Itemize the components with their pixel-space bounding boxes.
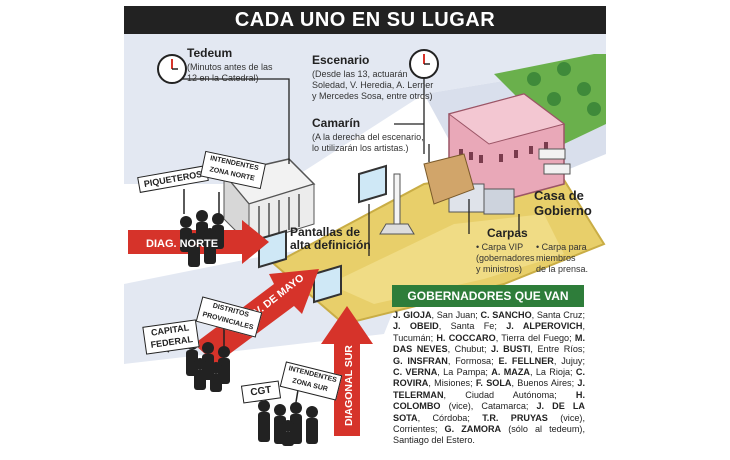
gobernador-name: H. COCCARO (436, 332, 496, 343)
gobernador-entry: T.R. PRUYAS (vice), Corrientes; (393, 412, 585, 435)
crowd-cgt (258, 400, 318, 446)
casa-roof (447, 93, 566, 145)
camarin-note: (A la derecha del escenario,lo utilizará… (312, 132, 424, 153)
gobernador-province: Buenos Aires (517, 378, 572, 389)
gobernador-province: Jujuy (561, 355, 583, 366)
gobernador-name: A. MAZA (491, 367, 530, 378)
title-bar: CADA UNO EN SU LUGAR (124, 6, 606, 34)
gobernador-entry: C. SANCHO, Santa Cruz; (480, 310, 585, 320)
gobernador-entry: J. GIOJA, San Juan; (393, 310, 481, 320)
carpas-label: Carpas (487, 226, 528, 240)
gobernador-province: Entre Ríos (537, 344, 583, 355)
gobernador-province: Formosa (455, 355, 492, 366)
gobernador-province: Chubut (454, 344, 484, 355)
map-illustration: DIAG. NORTE AV. DE MAYO DIAGONAL SUR (124, 34, 606, 456)
crowd-piqueteros (180, 210, 224, 267)
tree (587, 102, 601, 116)
gobernador-name: M. DAS NEVES (393, 332, 586, 355)
piramide-de-mayo (393, 173, 401, 225)
gobernador-name: J. BUSTI (491, 344, 531, 355)
gobernador-name: J. TELERMAN (393, 378, 585, 400)
gobernador-entry: J. OBEID, Santa Fe; (393, 321, 507, 332)
gobernador-entry: H. COCCARO, Tierra del Fuego; (436, 332, 575, 343)
gobernador-name: F. SOLA (475, 378, 512, 389)
gobernador-province: Córdoba (432, 412, 468, 423)
gobernador-name: G. INSFRAN (393, 355, 448, 366)
diagonal-sur-arrow (321, 306, 373, 436)
gobernador-entry: J. TELERMAN, Ciudad Autónoma; (393, 378, 585, 400)
gobernador-province: La Rioja (535, 367, 571, 378)
gobernador-province: Santa Fe (450, 321, 495, 332)
gobernador-name: J. DE LA SOTA (393, 401, 585, 423)
gobernador-province: (vice), Catamarca (448, 401, 526, 412)
gobernador-province: Santa Cruz (536, 310, 583, 320)
gobernador-province: La Pampa (443, 367, 486, 378)
gobernador-name: H. COLOMBO (393, 389, 586, 412)
gobernador-entry: F. SOLA, Buenos Aires; (475, 378, 578, 389)
gobernadores-header: GOBERNADORES QUE VAN (392, 285, 584, 307)
catedral-columns (258, 194, 300, 239)
crowd-capital-federal (186, 338, 230, 392)
gobernador-entry: A. MAZA, La Rioja; (491, 367, 576, 378)
gobernador-province: (vice), Corrientes (393, 412, 585, 435)
gobernador-province: Misiones (434, 378, 471, 389)
gobernador-province: San Juan (436, 310, 476, 320)
camarin-label: Camarín (312, 116, 361, 130)
tree (547, 92, 561, 106)
casa-windows (459, 142, 548, 163)
gobernador-name: C. VERNA (393, 367, 438, 378)
gobernador-entry: M. DAS NEVES, Chubut; (393, 332, 586, 355)
tree (527, 72, 541, 86)
pantalla-screen (358, 164, 387, 204)
gobernador-entry: G. INSFRAN, Formosa; (393, 355, 499, 366)
diagonal-sur-label: DIAGONAL SUR (343, 345, 355, 426)
carpa-prensa (483, 188, 515, 215)
gobernadores-list: J. GIOJA, San Juan; C. SANCHO, Santa Cru… (393, 310, 585, 447)
gobernador-entry: J. ALPEROVICH, Tucumán; (393, 321, 585, 343)
diag-norte-label: DIAG. NORTE (146, 238, 218, 250)
gobernador-name: C. ROVIRA (393, 367, 586, 389)
leader-lines (172, 74, 520, 256)
gobernador-entry: J. DE LA SOTA, Córdoba; (393, 401, 585, 423)
tedeum-label: Tedeum (187, 46, 233, 60)
escenario-clock-icon (409, 49, 439, 79)
gobernador-entry: G. ZAMORA (sólo al tedeum), Santiago del… (393, 424, 585, 445)
tree (557, 62, 571, 76)
gobernador-province: Ciudad Autónoma (465, 389, 555, 400)
gobernador-province: (sólo al tedeum), Santiago del Estero. (393, 424, 585, 446)
gobernador-name: G. ZAMORA (444, 424, 502, 435)
gobernador-entry: E. FELLNER, Jujuy; (498, 355, 586, 366)
gobernador-entry: C. ROVIRA, Misiones; (393, 367, 586, 389)
gobernador-province: Tucumán (393, 332, 431, 343)
gobernador-entry: C. VERNA, La Pampa; (393, 367, 492, 378)
bus (543, 163, 571, 175)
tedeum-clock-icon (157, 54, 187, 84)
gobernador-name: J. GIOJA (393, 310, 432, 320)
escenario-stage (423, 153, 475, 205)
pantalla-screen (313, 264, 342, 304)
gobernador-entry: H. COLOMBO (vice), Catamarca; (393, 389, 586, 412)
gobernador-name: E. FELLNER (498, 355, 554, 366)
gobernador-name: J. OBEID (393, 321, 439, 332)
tree (577, 82, 591, 96)
escenario-label: Escenario (312, 53, 370, 67)
gobernador-province: Tierra del Fuego (501, 332, 570, 343)
plaza-inner (329, 214, 564, 304)
gobernador-name: C. SANCHO (480, 310, 532, 320)
city-block-north (124, 34, 606, 184)
gobernador-name: T.R. PRUYAS (482, 412, 548, 423)
gobernador-name: J. ALPEROVICH (506, 321, 583, 332)
gobernador-entry: J. BUSTI, Entre Ríos; (491, 344, 585, 355)
bus (538, 148, 566, 160)
